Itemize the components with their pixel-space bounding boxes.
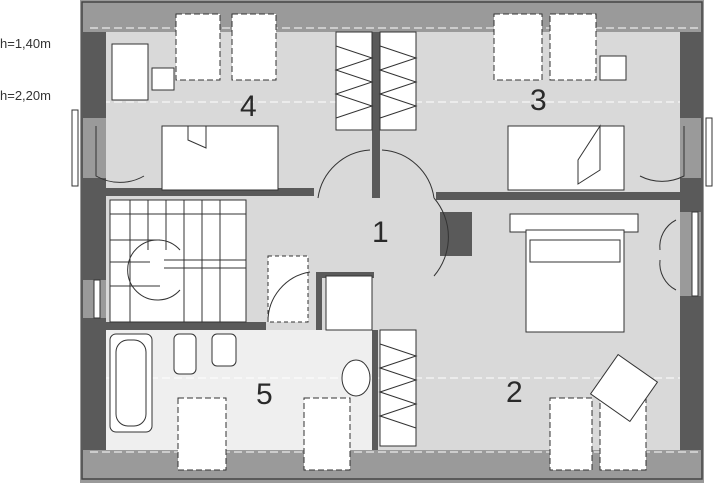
- room-1-label: 1: [372, 216, 389, 249]
- room-2-furniture: [509, 213, 659, 471]
- wardrobe-bath: [378, 329, 418, 447]
- room-2-label: 2: [506, 376, 523, 409]
- wardrobes-top: [334, 31, 418, 131]
- height-note-2: h=2,20m: [0, 88, 51, 103]
- bathroom-fixtures: [109, 255, 373, 471]
- room-5-label: 5: [256, 378, 273, 411]
- door-swings: [95, 126, 685, 323]
- walls: [82, 32, 702, 450]
- room-4-label: 4: [240, 90, 257, 123]
- height-note-1: h=1,40m: [0, 36, 51, 51]
- room-3-furniture: [493, 13, 627, 191]
- staircase: [109, 199, 247, 323]
- windows: [71, 109, 713, 319]
- room-3-label: 3: [530, 84, 547, 117]
- room-4-furniture: [111, 13, 279, 191]
